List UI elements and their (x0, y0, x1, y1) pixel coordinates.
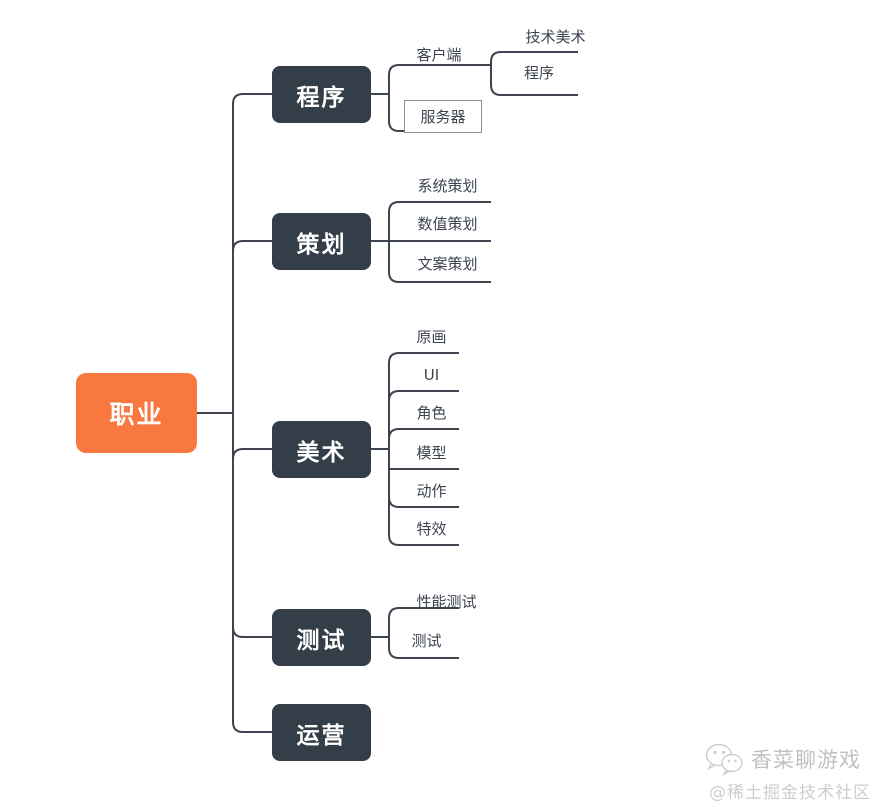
leaf-xingnengceshi[interactable]: 性能测试 (404, 595, 489, 610)
leaf-moxing[interactable]: 模型 (404, 446, 459, 461)
leaf-chengxu-sub[interactable]: 程序 (505, 66, 573, 81)
leaf-xitongcehua-label: 系统策划 (417, 177, 478, 195)
leaf-ui-label: UI (423, 366, 440, 384)
leaf-shuzhicehua[interactable]: 数值策划 (405, 217, 490, 232)
leaf-wenancehua-label: 文案策划 (417, 255, 478, 273)
leaf-yuanhua-label: 原画 (416, 328, 447, 346)
node-branch-ceshi-label: 测试 (296, 627, 347, 654)
node-branch-chengxu[interactable]: 程序 (272, 66, 371, 123)
leaf-shuzhicehua-label: 数值策划 (417, 215, 478, 233)
node-branch-meishu[interactable]: 美术 (272, 421, 371, 478)
leaf-jishumeishu-label: 技术美术 (525, 28, 586, 46)
watermark: 香菜聊游戏 @稀土掘金技术社区 (705, 742, 871, 803)
watermark-subtitle: @稀土掘金技术社区 (709, 783, 871, 803)
leaf-fuwuqi[interactable]: 服务器 (404, 100, 482, 133)
leaf-texiao[interactable]: 特效 (404, 522, 459, 537)
node-root-label: 职业 (109, 400, 164, 429)
leaf-juese[interactable]: 角色 (404, 406, 459, 421)
leaf-jishumeishu[interactable]: 技术美术 (513, 30, 598, 45)
leaf-xitongcehua[interactable]: 系统策划 (405, 179, 490, 194)
leaf-texiao-label: 特效 (416, 520, 447, 538)
leaf-ceshi-sub-label: 测试 (411, 632, 442, 650)
leaf-wenancehua[interactable]: 文案策划 (405, 257, 490, 272)
leaf-xingnengceshi-label: 性能测试 (416, 593, 477, 611)
node-branch-yunying-label: 运营 (296, 722, 347, 749)
leaf-yuanhua[interactable]: 原画 (404, 330, 459, 345)
node-branch-ceshi[interactable]: 测试 (272, 609, 371, 666)
connector-trunk-to-ceshi (232, 413, 272, 638)
leaf-kehuduan-label: 客户端 (416, 46, 462, 64)
connector-trunk-to-yunying (232, 413, 272, 733)
leaf-ceshi-sub[interactable]: 测试 (399, 634, 454, 649)
leaf-juese-label: 角色 (416, 404, 447, 422)
node-branch-chengxu-label: 程序 (296, 84, 347, 111)
leaf-chengxu-sub-label: 程序 (523, 64, 554, 82)
node-branch-cehua-label: 策划 (296, 231, 347, 258)
connector-chengxu-to-kehuduan (388, 64, 473, 94)
watermark-title: 香菜聊游戏 (751, 748, 861, 772)
connector-trunk-to-chengxu (232, 93, 272, 413)
leaf-dongzuo-label: 动作 (416, 482, 447, 500)
watermark-title-row: 香菜聊游戏 (705, 742, 861, 776)
leaf-fuwuqi-label: 服务器 (420, 108, 466, 126)
node-branch-yunying[interactable]: 运营 (272, 704, 371, 761)
leaf-kehuduan[interactable]: 客户端 (404, 48, 474, 63)
connector-trunk-to-meishu (232, 413, 272, 460)
node-root-zhiye[interactable]: 职业 (76, 373, 197, 453)
connector-trunk-to-cehua (232, 240, 272, 413)
leaf-moxing-label: 模型 (416, 444, 447, 462)
leaf-ui[interactable]: UI (404, 368, 459, 383)
connector-chengxu-to-fuwuqi (388, 94, 404, 132)
wechat-icon (705, 743, 743, 776)
node-branch-cehua[interactable]: 策划 (272, 213, 371, 270)
node-branch-meishu-label: 美术 (296, 439, 347, 466)
leaf-dongzuo[interactable]: 动作 (404, 484, 459, 499)
